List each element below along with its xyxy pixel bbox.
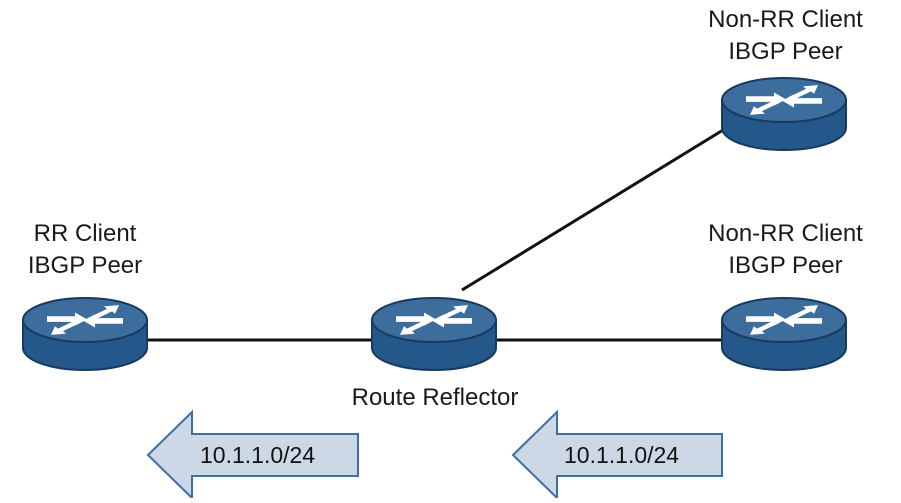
router-icon-rr-client — [22, 297, 148, 371]
router-icon-non-rr-client-top — [721, 77, 847, 151]
non-rr-client-mid-label: Non-RR Client IBGP Peer — [693, 218, 878, 282]
non-rr-client-top-label: Non-RR Client IBGP Peer — [693, 4, 878, 68]
router-icon-non-rr-client-mid — [721, 297, 847, 371]
advertisement-arrow-right: 10.1.1.0/24 — [511, 409, 723, 501]
advertisement-arrow-left: 10.1.1.0/24 — [146, 409, 359, 501]
router-icon-route-reflector — [371, 297, 497, 371]
advertisement-prefix-left: 10.1.1.0/24 — [200, 442, 315, 468]
rr-client-peer-type: IBGP Peer — [27, 252, 143, 279]
non-rr-client-top-peer-type: IBGP Peer — [728, 38, 843, 65]
link-route-reflector-to-non-rr-top — [461, 125, 729, 292]
non-rr-client-mid-role: Non-RR Client — [708, 220, 863, 247]
advertisement-prefix-right: 10.1.1.0/24 — [564, 442, 679, 468]
route-reflector-role: Route Reflector — [351, 384, 519, 411]
non-rr-client-mid-peer-type: IBGP Peer — [728, 252, 843, 279]
rr-client-label: RR Client IBGP Peer — [20, 218, 150, 282]
route-reflector-label: Route Reflector — [330, 382, 540, 414]
non-rr-client-top-role: Non-RR Client — [708, 6, 863, 33]
rr-client-role: RR Client — [33, 220, 137, 247]
